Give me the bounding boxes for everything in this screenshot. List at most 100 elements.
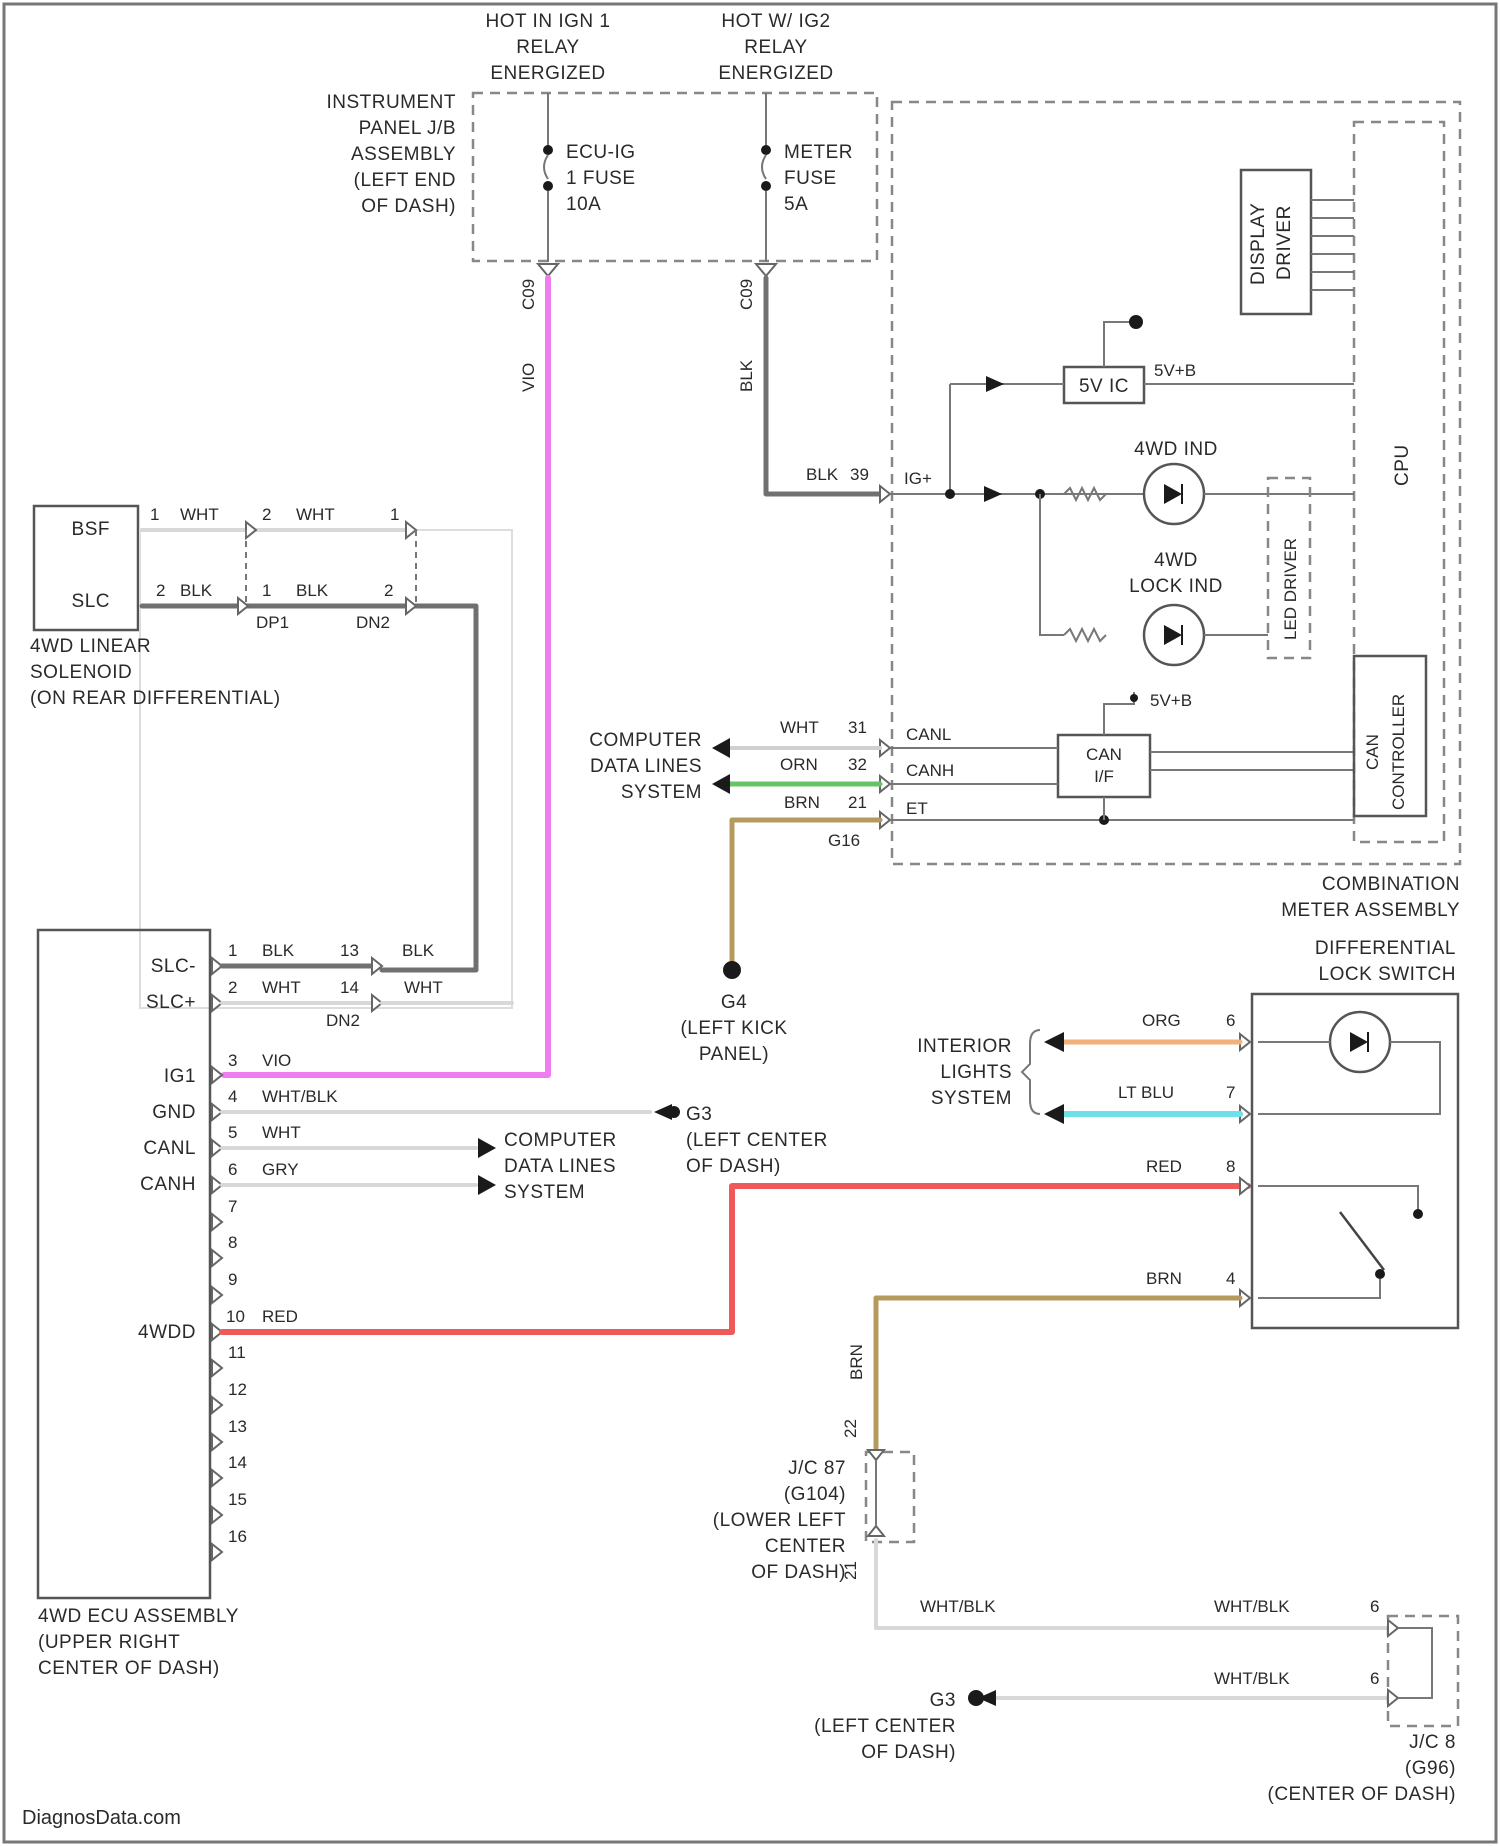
svg-text:39: 39 bbox=[850, 465, 869, 484]
svg-text:9: 9 bbox=[228, 1270, 237, 1289]
svg-text:ENERGIZED: ENERGIZED bbox=[490, 63, 605, 84]
svg-text:COMPUTER: COMPUTER bbox=[589, 730, 702, 751]
junction-connector-8 bbox=[1388, 1616, 1458, 1726]
svg-text:SYSTEM: SYSTEM bbox=[931, 1088, 1012, 1109]
ground-g3-mid-label: G3 (LEFT CENTER OF DASH) bbox=[686, 1104, 828, 1177]
svg-text:5A: 5A bbox=[784, 194, 808, 215]
svg-text:13: 13 bbox=[228, 1417, 247, 1436]
svg-text:(LOWER LEFT: (LOWER LEFT bbox=[713, 1510, 846, 1531]
svg-text:METER ASSEMBLY: METER ASSEMBLY bbox=[1281, 900, 1460, 921]
svg-text:LED DRIVER: LED DRIVER bbox=[1281, 538, 1300, 640]
svg-text:32: 32 bbox=[848, 755, 867, 774]
can-controller: CAN CONTROLLER bbox=[1354, 656, 1426, 816]
svg-text:DP1: DP1 bbox=[256, 613, 289, 632]
junction-block-label: INSTRUMENT PANEL J/B ASSEMBLY (LEFT END … bbox=[326, 92, 456, 217]
wire-label-blk-vertical: BLK bbox=[737, 359, 756, 392]
ecu-pin-6: 6 GRY bbox=[222, 1160, 496, 1195]
svg-text:WHT/BLK: WHT/BLK bbox=[262, 1087, 338, 1106]
svg-text:6: 6 bbox=[1370, 1597, 1379, 1616]
svg-text:BLK: BLK bbox=[262, 941, 295, 960]
svg-text:7: 7 bbox=[228, 1197, 237, 1216]
svg-text:4: 4 bbox=[1226, 1269, 1235, 1288]
jc87-caption: J/C 87 (G104) (LOWER LEFT CENTER OF DASH… bbox=[713, 1458, 846, 1583]
svg-text:BRN: BRN bbox=[784, 793, 820, 812]
svg-text:4WDD: 4WDD bbox=[138, 1322, 196, 1343]
svg-text:DATA LINES: DATA LINES bbox=[504, 1156, 616, 1177]
svg-text:ORN: ORN bbox=[780, 755, 818, 774]
svg-text:(G96): (G96) bbox=[1405, 1758, 1456, 1779]
svg-text:6: 6 bbox=[1370, 1669, 1379, 1688]
ecu-unused-pins: 7 8 9 11 12 13 14 15 16 bbox=[228, 1197, 247, 1546]
svg-text:LT BLU: LT BLU bbox=[1118, 1083, 1174, 1102]
ig-junction-dot bbox=[945, 489, 955, 499]
meter-connector-label: G16 bbox=[828, 831, 860, 850]
svg-text:2: 2 bbox=[262, 505, 271, 524]
linear-solenoid-caption: 4WD LINEAR SOLENOID (ON REAR DIFFERENTIA… bbox=[30, 636, 281, 709]
jb-connector-left bbox=[538, 264, 558, 276]
ground-g4-label: G4 (LEFT KICK PANEL) bbox=[680, 992, 787, 1065]
svg-text:WHT: WHT bbox=[262, 1123, 301, 1142]
svg-text:FUSE: FUSE bbox=[784, 168, 837, 189]
svg-text:WHT/BLK: WHT/BLK bbox=[1214, 1669, 1290, 1688]
ecu-pin-10: 10 RED bbox=[226, 1307, 298, 1326]
ecu-assembly-box bbox=[38, 930, 210, 1598]
svg-text:BRN: BRN bbox=[1146, 1269, 1182, 1288]
svg-text:SLC: SLC bbox=[72, 591, 110, 612]
indicator-4wd: 4WD IND bbox=[1064, 439, 1218, 524]
ground-g4-symbol bbox=[723, 961, 741, 979]
wire-red-4wdd bbox=[222, 1186, 1248, 1332]
svg-text:PANEL J/B: PANEL J/B bbox=[359, 118, 456, 139]
svg-text:ASSEMBLY: ASSEMBLY bbox=[351, 144, 456, 165]
svg-text:COMBINATION: COMBINATION bbox=[1322, 874, 1460, 895]
svg-text:LIGHTS: LIGHTS bbox=[940, 1062, 1012, 1083]
svg-text:CENTER OF DASH): CENTER OF DASH) bbox=[38, 1658, 220, 1679]
svg-text:WHT: WHT bbox=[180, 505, 219, 524]
svg-text:SLC+: SLC+ bbox=[146, 992, 196, 1013]
svg-text:BLK: BLK bbox=[806, 465, 839, 484]
svg-text:11: 11 bbox=[228, 1343, 246, 1362]
interior-arrow-1 bbox=[1044, 1032, 1064, 1052]
svg-text:13: 13 bbox=[340, 941, 359, 960]
computer-data-lines-left: COMPUTER DATA LINES SYSTEM bbox=[504, 1130, 617, 1203]
solenoid-bottom-run: 2 BLK 1 BLK 2 DP1 DN2 bbox=[142, 581, 476, 970]
svg-text:OF DASH): OF DASH) bbox=[751, 1562, 846, 1583]
svg-text:2: 2 bbox=[228, 978, 237, 997]
svg-text:7: 7 bbox=[1226, 1083, 1235, 1102]
svg-text:22: 22 bbox=[841, 1419, 860, 1438]
meter-pin-canl: WHT 31 CANL bbox=[780, 718, 1058, 756]
svg-text:CANL: CANL bbox=[143, 1138, 196, 1159]
svg-text:METER: METER bbox=[784, 142, 853, 163]
svg-text:1: 1 bbox=[150, 505, 159, 524]
wire-blk-ig bbox=[766, 278, 886, 494]
svg-text:15: 15 bbox=[228, 1490, 247, 1509]
jb-connector-right bbox=[756, 264, 776, 276]
relay-label-left: HOT IN IGN 1 RELAY ENERGIZED bbox=[486, 11, 611, 84]
svg-text:5V+B: 5V+B bbox=[1154, 361, 1196, 380]
svg-text:(CENTER OF DASH): (CENTER OF DASH) bbox=[1268, 1784, 1457, 1805]
svg-text:8: 8 bbox=[228, 1233, 237, 1252]
svg-text:CONTROLLER: CONTROLLER bbox=[1389, 694, 1408, 810]
svg-text:4: 4 bbox=[228, 1087, 237, 1106]
svg-text:DIFFERENTIAL: DIFFERENTIAL bbox=[1315, 938, 1456, 959]
jb-pin-right: C09 bbox=[737, 279, 756, 310]
svg-text:SOLENOID: SOLENOID bbox=[30, 662, 132, 683]
svg-text:HOT IN IGN 1: HOT IN IGN 1 bbox=[486, 11, 611, 32]
data-line-arrow-1 bbox=[712, 738, 730, 758]
ig-rail-arrow bbox=[984, 486, 1002, 502]
svg-text:2: 2 bbox=[384, 581, 393, 600]
svg-text:SYSTEM: SYSTEM bbox=[504, 1182, 585, 1203]
ecu-caption: 4WD ECU ASSEMBLY (UPPER RIGHT CENTER OF … bbox=[38, 1606, 239, 1679]
svg-text:SYSTEM: SYSTEM bbox=[621, 782, 702, 803]
svg-text:J/C 87: J/C 87 bbox=[788, 1458, 846, 1479]
svg-text:10: 10 bbox=[226, 1307, 245, 1326]
svg-text:G4: G4 bbox=[721, 992, 747, 1013]
display-driver: DISPLAY DRIVER bbox=[1241, 170, 1354, 314]
svg-text:6: 6 bbox=[228, 1160, 237, 1179]
svg-text:5V IC: 5V IC bbox=[1079, 376, 1129, 397]
svg-text:HOT W/ IG2: HOT W/ IG2 bbox=[721, 11, 830, 32]
svg-text:WHT: WHT bbox=[780, 718, 819, 737]
svg-text:(ON REAR DIFFERENTIAL): (ON REAR DIFFERENTIAL) bbox=[30, 688, 281, 709]
svg-text:ET: ET bbox=[906, 799, 928, 818]
diff-lock-switch-caption: DIFFERENTIAL LOCK SWITCH bbox=[1315, 938, 1456, 985]
interior-arrow-2 bbox=[1044, 1104, 1064, 1124]
